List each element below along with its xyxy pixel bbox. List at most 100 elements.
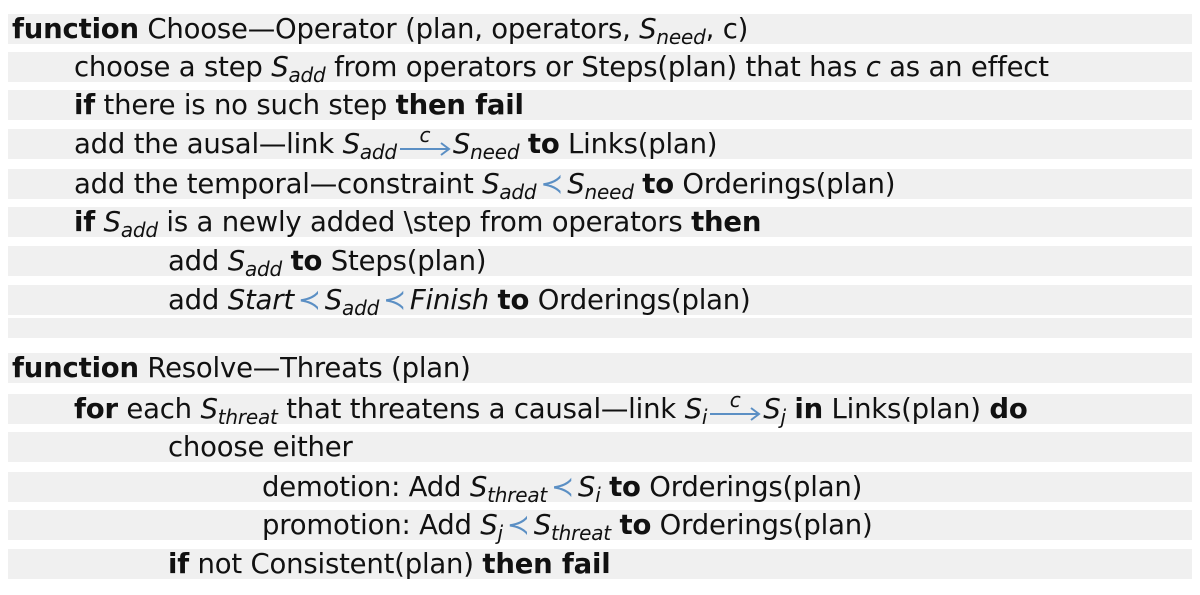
line-14: if not Consistent(plan) then fail — [8, 549, 1192, 579]
line-5: add the temporal—constraint Sadd≺Sneed t… — [8, 168, 1192, 202]
keyword-then: then — [691, 206, 762, 238]
math-c: c — [865, 51, 881, 83]
arrow-label: c — [729, 388, 741, 412]
arrow-icon — [399, 142, 451, 156]
precedes-symbol: ≺ — [540, 168, 564, 200]
text: demotion: Add — [262, 471, 470, 503]
text: Steps(plan) — [322, 245, 487, 277]
keyword-function: function — [12, 13, 139, 45]
arrow-icon — [710, 407, 761, 421]
math-sub: add — [342, 296, 380, 320]
precedes-symbol: ≺ — [297, 284, 321, 316]
keyword-then-fail: then fail — [395, 89, 524, 121]
text: Links(plan) — [822, 393, 990, 425]
math-sub: threat — [551, 521, 611, 545]
keyword-function: function — [12, 352, 139, 384]
math-s: S — [684, 393, 702, 425]
causal-link-arrow: c — [398, 123, 452, 159]
text: there is no such step — [95, 89, 396, 121]
math-s: S — [452, 128, 471, 160]
math-sub: i — [701, 405, 708, 429]
text: each — [117, 393, 201, 425]
precedes-symbol: ≺ — [506, 509, 530, 541]
keyword-for: for — [74, 393, 118, 425]
text: choose a step — [74, 51, 272, 83]
math-s: S — [533, 509, 551, 541]
text: add — [168, 245, 228, 277]
math-start: Start — [227, 284, 294, 316]
line-9: function Resolve—Threats (plan) — [8, 353, 1192, 383]
math-s: S — [763, 393, 781, 425]
keyword-in: in — [794, 393, 823, 425]
keyword-to: to — [527, 128, 560, 160]
function-signature: Resolve—Threats (plan) — [138, 352, 471, 384]
line-2: choose a step Sadd from operators or Ste… — [8, 51, 1192, 85]
math-s: S — [482, 168, 500, 200]
text: Orderings(plan) — [673, 168, 896, 200]
math-s: S — [200, 393, 218, 425]
line-7: add Sadd to Steps(plan) — [8, 245, 1192, 279]
line-8: add Start≺Sadd≺Finish to Orderings(plan) — [8, 284, 1192, 318]
function-signature: Choose—Operator (plan, operators, — [147, 13, 640, 45]
math-sub: j — [497, 521, 504, 545]
math-finish: Finish — [409, 284, 489, 316]
math-s: S — [567, 168, 585, 200]
text: add the temporal—constraint — [74, 168, 483, 200]
keyword-to: to — [497, 284, 530, 316]
math-s: S — [271, 51, 289, 83]
text: Orderings(plan) — [651, 509, 873, 541]
signature-tail: , c) — [705, 13, 749, 45]
text: that threatens a causal—link — [277, 393, 685, 425]
causal-link-arrow: c — [708, 388, 762, 424]
text: choose either — [168, 431, 353, 463]
math-s: S — [480, 509, 498, 541]
text: promotion: Add — [262, 509, 481, 541]
blank-line — [8, 318, 1192, 338]
text: from operators or Steps(plan) that has — [325, 51, 866, 83]
keyword-then-fail: then fail — [482, 548, 611, 580]
text: as an effect — [880, 51, 1049, 83]
math-s: S — [227, 245, 245, 277]
math-sub: add — [120, 218, 158, 242]
line-1: function Choose—Operator (plan, operator… — [8, 13, 1192, 47]
keyword-if: if — [74, 206, 95, 238]
math-s: S — [469, 471, 488, 503]
text: Orderings(plan) — [529, 284, 751, 316]
keyword-if: if — [168, 548, 189, 580]
math-sub: need — [470, 140, 520, 164]
text: add — [168, 284, 228, 316]
math-s: S — [577, 471, 596, 503]
math-s: S — [103, 206, 121, 238]
math-sub: i — [595, 483, 601, 507]
line-10: for each Sthreat that threatens a causal… — [8, 388, 1192, 427]
line-11: choose either — [8, 432, 1192, 462]
text: Orderings(plan) — [640, 471, 863, 503]
math-sub: threat — [217, 405, 278, 429]
math-sub: j — [780, 405, 786, 429]
math-sub: need — [584, 180, 634, 204]
text: not Consistent(plan) — [189, 548, 483, 580]
line-6: if Sadd is a newly added \step from oper… — [8, 206, 1192, 240]
math-sub: threat — [487, 483, 548, 507]
math-s: S — [639, 13, 657, 45]
precedes-symbol: ≺ — [383, 284, 406, 316]
keyword-to: to — [609, 471, 641, 503]
keyword-if: if — [74, 89, 95, 121]
math-sub: add — [359, 140, 397, 164]
keyword-do: do — [989, 393, 1028, 425]
line-13: promotion: Add Sj≺Sthreat to Orderings(p… — [8, 509, 1192, 543]
math-sub: add — [499, 180, 537, 204]
line-12: demotion: Add Sthreat≺Si to Orderings(pl… — [8, 471, 1192, 505]
math-s: S — [324, 284, 343, 316]
arrow-label: c — [419, 123, 431, 147]
math-sub: need — [656, 25, 706, 49]
keyword-to: to — [642, 168, 674, 200]
text: add the ausal—link — [74, 128, 343, 160]
line-3: if there is no such step then fail — [8, 90, 1192, 120]
precedes-symbol: ≺ — [551, 471, 574, 503]
keyword-to: to — [619, 509, 652, 541]
text: Links(plan) — [559, 128, 718, 160]
text: is a newly added \step from operators — [157, 206, 692, 238]
